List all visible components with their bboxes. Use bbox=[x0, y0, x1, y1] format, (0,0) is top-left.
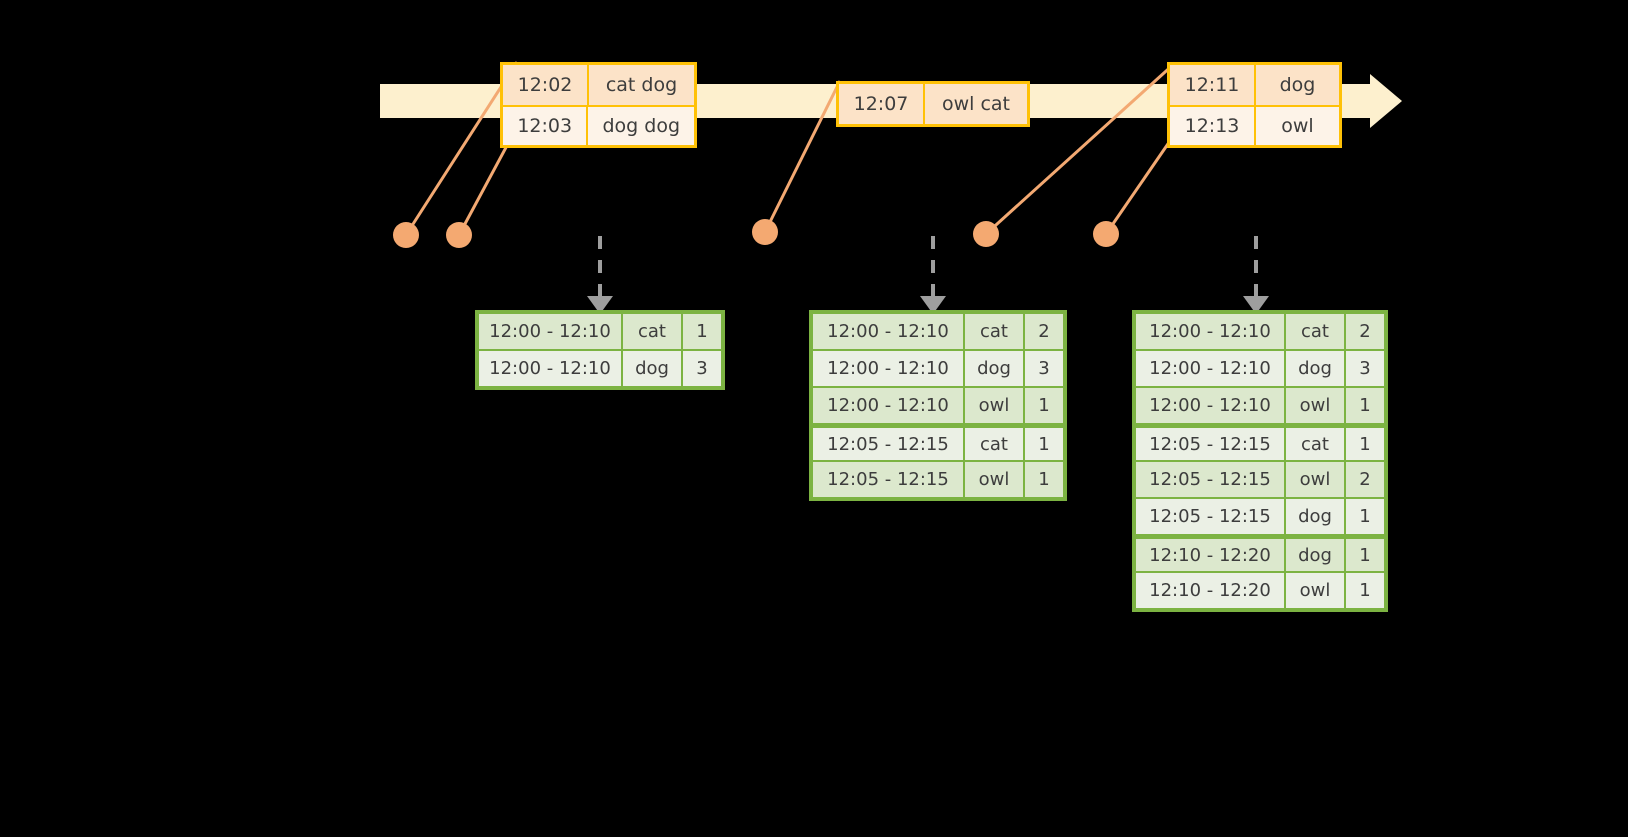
key-cell: owl bbox=[1286, 573, 1344, 608]
key-cell: dog bbox=[965, 351, 1023, 386]
count-cell: 1 bbox=[1346, 388, 1384, 423]
dashed-arrows bbox=[587, 236, 1269, 314]
count-cell: 1 bbox=[1346, 573, 1384, 608]
key-cell: owl bbox=[965, 388, 1023, 423]
key-cell: dog bbox=[1286, 499, 1344, 534]
window-cell: 12:10 - 12:20 bbox=[1136, 573, 1284, 608]
event-timestamp: 12:03 bbox=[503, 107, 589, 145]
count-cell: 3 bbox=[683, 351, 721, 386]
count-cell: 2 bbox=[1346, 462, 1384, 497]
count-cell: 3 bbox=[1025, 351, 1063, 386]
count-cell: 1 bbox=[1025, 428, 1063, 460]
window-cell: 12:05 - 12:15 bbox=[1136, 428, 1284, 460]
event-timestamp: 12:13 bbox=[1170, 107, 1256, 145]
window-cell: 12:05 - 12:15 bbox=[813, 462, 963, 497]
key-cell: owl bbox=[965, 462, 1023, 497]
event-dot-5 bbox=[1093, 221, 1119, 247]
key-cell: cat bbox=[965, 428, 1023, 460]
key-cell: cat bbox=[623, 314, 681, 349]
window-cell: 12:00 - 12:10 bbox=[813, 388, 963, 423]
connector-line-2 bbox=[457, 139, 512, 236]
key-cell: cat bbox=[965, 314, 1023, 349]
event-dot-3 bbox=[752, 219, 778, 245]
key-cell: owl bbox=[1286, 388, 1344, 423]
window-cell: 12:00 - 12:10 bbox=[813, 351, 963, 386]
event-timestamp: 12:07 bbox=[839, 84, 925, 124]
event-value: cat dog bbox=[589, 65, 694, 105]
window-cell: 12:05 - 12:15 bbox=[1136, 462, 1284, 497]
key-cell: dog bbox=[1286, 351, 1344, 386]
count-cell: 3 bbox=[1346, 351, 1384, 386]
window-cell: 12:00 - 12:10 bbox=[1136, 388, 1284, 423]
count-cell: 1 bbox=[683, 314, 721, 349]
count-cell: 2 bbox=[1025, 314, 1063, 349]
count-cell: 1 bbox=[1025, 462, 1063, 497]
window-cell: 12:05 - 12:15 bbox=[1136, 499, 1284, 534]
event-timestamp: 12:11 bbox=[1170, 65, 1256, 105]
window-cell: 12:05 - 12:15 bbox=[813, 428, 963, 460]
window-cell: 12:00 - 12:10 bbox=[1136, 314, 1284, 349]
event-value: owl bbox=[1256, 107, 1339, 145]
count-cell: 1 bbox=[1346, 428, 1384, 460]
key-cell: cat bbox=[1286, 428, 1344, 460]
connector-line-3 bbox=[763, 80, 842, 233]
event-dots bbox=[393, 219, 1119, 248]
event-dot-1 bbox=[393, 222, 419, 248]
window-cell: 12:10 - 12:20 bbox=[1136, 539, 1284, 571]
key-cell: owl bbox=[1286, 462, 1344, 497]
key-cell: dog bbox=[1286, 539, 1344, 571]
event-timestamp: 12:02 bbox=[503, 65, 589, 105]
count-cell: 1 bbox=[1025, 388, 1063, 423]
key-cell: dog bbox=[623, 351, 681, 386]
event-value: dog dog bbox=[588, 107, 694, 145]
event-value: dog bbox=[1256, 65, 1339, 105]
count-cell: 1 bbox=[1346, 499, 1384, 534]
event-dot-2 bbox=[446, 222, 472, 248]
count-cell: 1 bbox=[1346, 539, 1384, 571]
window-cell: 12:00 - 12:10 bbox=[813, 314, 963, 349]
key-cell: cat bbox=[1286, 314, 1344, 349]
window-cell: 12:00 - 12:10 bbox=[479, 314, 621, 349]
window-cell: 12:00 - 12:10 bbox=[1136, 351, 1284, 386]
count-cell: 2 bbox=[1346, 314, 1384, 349]
window-cell: 12:00 - 12:10 bbox=[479, 351, 621, 386]
event-value: owl cat bbox=[925, 84, 1027, 124]
timeline-arrowhead bbox=[1370, 74, 1402, 128]
event-dot-4 bbox=[973, 221, 999, 247]
connector-line-5 bbox=[1104, 137, 1174, 235]
